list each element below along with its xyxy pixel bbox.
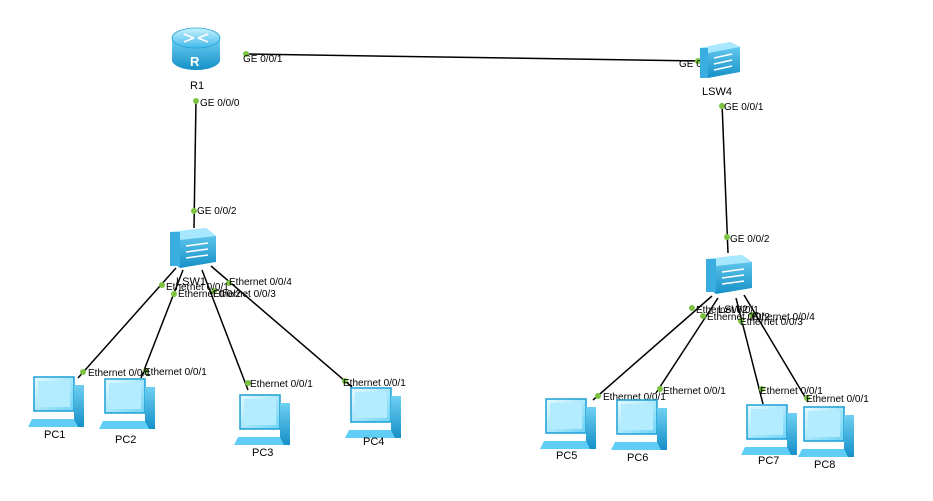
- router-icon: R: [171, 27, 221, 70]
- port-label: Ethernet 0/0/3: [213, 289, 276, 300]
- device-label: PC5: [556, 450, 577, 462]
- port-dot: [595, 393, 601, 399]
- port-dot: [689, 305, 695, 311]
- switch-lsw1[interactable]: LSW1: [170, 228, 216, 288]
- port-dot: [193, 98, 199, 104]
- port-dot: [719, 103, 725, 109]
- pc-icon: [345, 387, 401, 438]
- port-dot: [700, 313, 706, 319]
- port-dot: [143, 368, 149, 374]
- switch-icon: [700, 42, 740, 78]
- pc-pc2[interactable]: PC2: [99, 378, 155, 446]
- links-layer: [77, 53, 809, 405]
- port-dot: [749, 312, 755, 318]
- switch-icon: [706, 255, 752, 294]
- link-lsw2-pc8[interactable]: [743, 294, 809, 403]
- port-label: Ethernet 0/0/1: [663, 386, 726, 397]
- port-label: Ethernet 0/0/1: [144, 367, 207, 378]
- device-label: LSW4: [702, 86, 732, 98]
- port-dot: [171, 291, 177, 297]
- device-label: PC1: [44, 429, 65, 441]
- pc-icon: [741, 404, 797, 455]
- port-label: GE 0/0/2: [730, 234, 770, 245]
- port-dot: [724, 234, 730, 240]
- port-dot: [80, 369, 86, 375]
- pc-icon: [99, 378, 155, 429]
- pc-pc7[interactable]: PC7: [741, 404, 797, 467]
- pc-pc6[interactable]: PC6: [611, 399, 667, 464]
- pc-pc8[interactable]: PC8: [798, 406, 854, 471]
- device-label: PC2: [115, 434, 136, 446]
- port-label: GE 0/0/1: [724, 102, 764, 113]
- port-dot: [245, 380, 251, 386]
- port-label: Ethernet 0/0/1: [760, 386, 823, 397]
- link-r1-lsw4[interactable]: [244, 53, 701, 62]
- device-label: LSW2: [718, 304, 748, 316]
- port-dot: [159, 282, 165, 288]
- port-dot: [211, 288, 217, 294]
- port-dot: [191, 208, 197, 214]
- pc-icon: [611, 399, 667, 450]
- port-label: Ethernet 0/0/1: [343, 378, 406, 389]
- port-dot: [226, 280, 232, 286]
- port-label: Ethernet 0/0/4: [752, 312, 815, 323]
- link-lsw2-pc5[interactable]: [592, 295, 713, 401]
- port-dot: [342, 378, 348, 384]
- devices-layer: R R1 LSW4 LSW1: [28, 27, 854, 471]
- link-lsw2-pc7[interactable]: [735, 297, 764, 405]
- switch-lsw2[interactable]: LSW2: [706, 255, 752, 316]
- port-label: Ethernet 0/0/1: [806, 394, 869, 405]
- link-lsw1-pc3[interactable]: [201, 269, 249, 391]
- pc-icon: [234, 394, 290, 445]
- device-label: PC6: [627, 452, 648, 464]
- link-lsw1-pc2[interactable]: [140, 269, 184, 379]
- switch-icon: [170, 228, 216, 268]
- port-labels: GE 0/0/1 GE 0/0/24 GE 0/0/0 GE 0/0/2 GE …: [88, 54, 869, 405]
- pc-pc4[interactable]: PC4: [345, 387, 401, 448]
- pc-icon: [540, 398, 596, 449]
- port-label: Ethernet 0/0/3: [740, 317, 803, 328]
- pc-pc5[interactable]: PC5: [540, 398, 596, 462]
- port-label: Ethernet 0/0/2: [707, 312, 770, 323]
- port-dot: [759, 386, 765, 392]
- device-label: R1: [190, 80, 204, 92]
- device-label: PC3: [252, 447, 273, 459]
- router-r1[interactable]: R R1: [171, 27, 221, 92]
- port-label: GE 0/0/1: [243, 54, 283, 65]
- port-label: Ethernet 0/0/1: [166, 282, 229, 293]
- port-label: Ethernet 0/0/4: [229, 277, 292, 288]
- device-label: PC8: [814, 459, 835, 471]
- port-dot: [657, 386, 663, 392]
- port-dot: [738, 318, 744, 324]
- pc-icon: [28, 376, 84, 427]
- svg-text:R: R: [190, 54, 200, 69]
- port-label: GE 0/0/2: [197, 206, 237, 217]
- port-label: Ethernet 0/0/1: [603, 392, 666, 403]
- port-label: Ethernet 0/0/1: [250, 379, 313, 390]
- link-r1-lsw1[interactable]: [193, 99, 197, 229]
- port-dot: [804, 395, 810, 401]
- link-lsw2-pc6[interactable]: [655, 297, 719, 394]
- port-dot: [243, 51, 249, 57]
- device-label: PC4: [363, 436, 384, 448]
- pc-pc1[interactable]: PC1: [28, 376, 84, 441]
- port-label: Ethernet 0/0/1: [88, 368, 151, 379]
- device-label: LSW1: [176, 276, 206, 288]
- pc-pc3[interactable]: PC3: [234, 394, 290, 459]
- pc-icon: [798, 406, 854, 457]
- port-label: Ethernet 0/0/2: [178, 289, 241, 300]
- link-lsw1-pc4[interactable]: [210, 265, 353, 388]
- link-lsw4-lsw2[interactable]: [721, 102, 729, 254]
- port-dot: [695, 58, 701, 64]
- device-label: PC7: [758, 455, 779, 467]
- port-dots: [80, 51, 810, 401]
- switch-lsw4[interactable]: LSW4: [700, 42, 740, 98]
- port-label: GE 0/0/0: [200, 98, 240, 109]
- port-label: Ethernet 0/0/1: [696, 305, 759, 316]
